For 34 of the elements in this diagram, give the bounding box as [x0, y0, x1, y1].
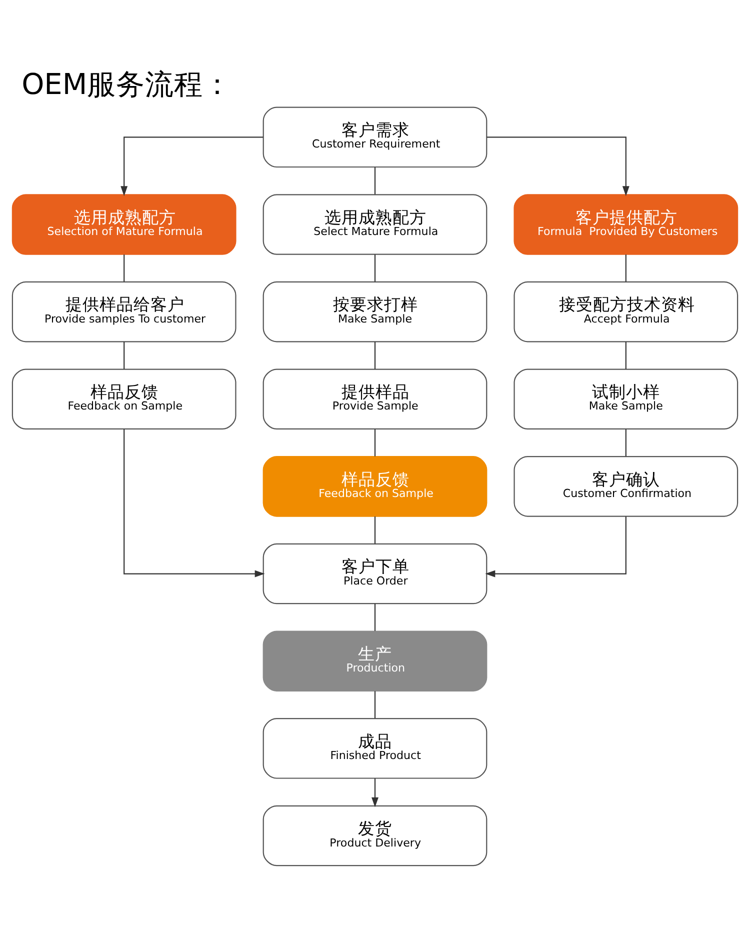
arrow [486, 136, 630, 196]
node-box: 选用成熟配方 Select Mature Formula [262, 194, 488, 254]
node-box: 样品反馈 Feedback on Sample [262, 456, 488, 516]
node-box: 提供样品 Provide Sample [262, 368, 488, 430]
connector [374, 428, 376, 456]
arrow [124, 428, 265, 577]
connector [625, 341, 626, 369]
arrow [372, 778, 378, 807]
node-box: 试制小样 Make Sample [514, 368, 738, 430]
connector [374, 516, 376, 544]
node-box: 样品反馈 Feedback on Sample [12, 368, 236, 430]
node-box: 选用成熟配方 Selection of Mature Formula [12, 194, 236, 254]
connector [124, 254, 125, 282]
node-box: 生产 Production [262, 630, 488, 691]
connector [374, 341, 376, 369]
node-box: 提供样品给客户 Provide samples To customer [12, 280, 236, 342]
node-box: 客户下单 Place Order [262, 542, 488, 604]
arrow [120, 136, 264, 196]
arrow [485, 516, 626, 577]
connector [625, 428, 626, 456]
connector [625, 254, 626, 282]
node-box: 客户确认 Customer Confirmation [514, 456, 738, 516]
node-box: 客户需求 Customer Requirement [262, 106, 488, 168]
node-box: 接受配方技术资料 Accept Formula [514, 280, 738, 342]
node-box: 按要求打样 Make Sample [262, 280, 488, 342]
connector [374, 254, 376, 282]
connector [374, 603, 376, 630]
connector [374, 166, 376, 194]
node-box: 发货 Product Delivery [262, 804, 488, 866]
node-box: 成品 Finished Product [262, 718, 488, 778]
connector [374, 690, 376, 718]
node-box: 客户提供配方 Formula Provided By Customers [514, 194, 738, 254]
diagram-title: OEM服务流程： [22, 66, 232, 100]
connector [124, 341, 125, 369]
